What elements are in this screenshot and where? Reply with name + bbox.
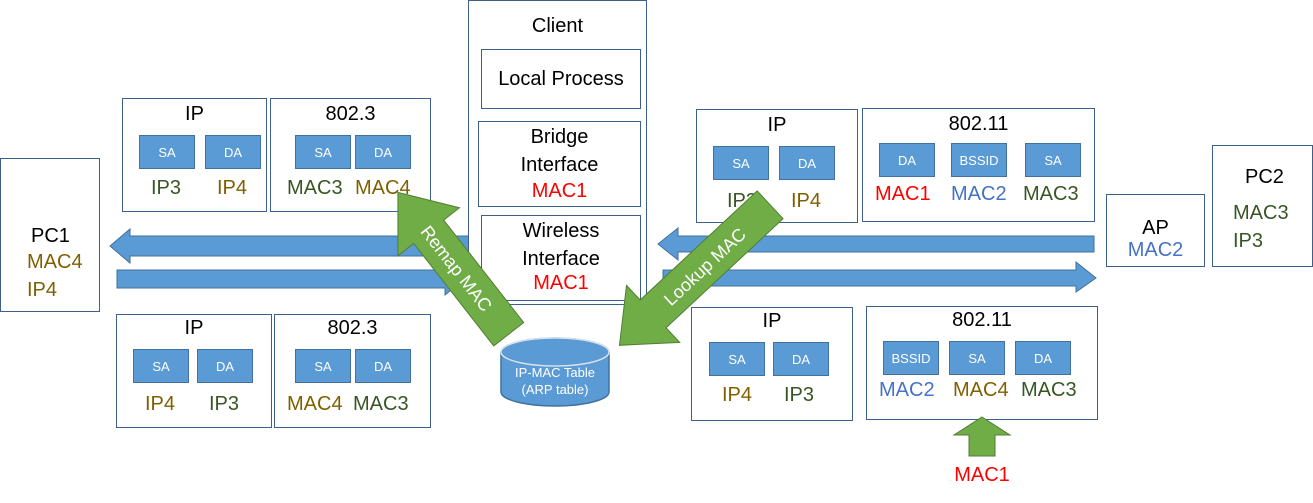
- ip-da-value: IP3: [209, 393, 240, 415]
- top-left-eth-header: 802.3 SA DA MAC3 MAC4: [270, 98, 431, 212]
- eth-sa-value: MAC4: [287, 393, 343, 415]
- wifi-bssid-field: BSSID: [951, 143, 1007, 177]
- remap-mac-arrow: Remap MAC: [397, 191, 525, 347]
- top-right-wifi-header: 802.11 DA BSSID SA MAC1 MAC2 MAC3: [862, 108, 1095, 222]
- wifi-title: 802.11: [948, 113, 1009, 135]
- ip-da-field: DA: [779, 146, 835, 180]
- lookup-mac-label: Lookup MAC: [660, 224, 750, 310]
- ip-da-field: DA: [773, 342, 829, 376]
- eth-title: 802.3: [325, 103, 376, 125]
- wifi-sa-field: SA: [1025, 143, 1081, 177]
- wifi-bssid-value: MAC2: [951, 183, 1007, 205]
- ip-da-field: DA: [205, 135, 261, 169]
- pc1-box: PC1 MAC4 IP4: [0, 158, 100, 312]
- wireless-interface-box: Wireless Interface MAC1: [481, 215, 641, 301]
- ip-sa-field: SA: [713, 146, 769, 180]
- ip-da-value: IP4: [791, 190, 822, 212]
- pc1-name: PC1: [31, 225, 70, 247]
- lookup-mac-arrow: Lookup MAC: [618, 190, 784, 346]
- wifi-da-field: DA: [879, 143, 935, 177]
- arrow-to-ap: [662, 260, 1097, 293]
- bridge-mac: MAC1: [531, 180, 588, 202]
- arp-table-line1: IP-MAC Table: [515, 365, 595, 380]
- wireless-label-line2: Interface: [522, 248, 600, 270]
- eth-sa-field: SA: [295, 349, 351, 383]
- bridge-label-line1: Bridge: [530, 126, 589, 148]
- eth-title: 802.3: [327, 317, 378, 339]
- top-left-ip-header: IP SA DA IP3 IP4: [122, 98, 267, 212]
- ip-sa-field: SA: [709, 342, 765, 376]
- bridge-interface-box: Bridge Interface MAC1: [478, 121, 641, 207]
- wifi-bssid-field: BSSID: [883, 341, 939, 375]
- top-right-ip-header: IP SA DA IP3 IP4: [696, 109, 858, 223]
- ip-sa-field: SA: [139, 135, 195, 169]
- local-process-label: Local Process: [498, 68, 624, 90]
- pc2-ip: IP3: [1233, 230, 1264, 252]
- pc1-ip: IP4: [27, 279, 58, 301]
- ip-da-value: IP3: [784, 384, 815, 406]
- eth-da-field: DA: [355, 349, 411, 383]
- ip-da-field: DA: [197, 349, 253, 383]
- wifi-sa-value: MAC3: [1023, 183, 1079, 205]
- ip-title: IP: [185, 103, 204, 125]
- eth-sa-field: SA: [295, 135, 351, 169]
- ap-mac: MAC2: [1127, 239, 1184, 261]
- wifi-da-value: MAC3: [1021, 379, 1077, 401]
- bottom-left-ip-header: IP SA DA IP4 IP3: [116, 314, 272, 428]
- ap-box: AP MAC2: [1106, 194, 1205, 267]
- ip-sa-value: IP3: [151, 177, 182, 199]
- bottom-right-ip-header: IP SA DA IP4 IP3: [691, 307, 853, 421]
- ip-title: IP: [184, 317, 204, 339]
- client-title: Client: [531, 15, 584, 37]
- eth-sa-value: MAC3: [287, 177, 343, 199]
- bottom-right-wifi-header: 802.11 BSSID SA DA MAC2 MAC4 MAC3: [866, 306, 1098, 420]
- wifi-da-field: DA: [1015, 341, 1071, 375]
- bridge-label-line2: Interface: [520, 154, 599, 176]
- bottom-left-eth-header: 802.3 SA DA MAC4 MAC3: [274, 314, 431, 428]
- wifi-da-value: MAC1: [875, 183, 931, 205]
- client-box: Client Local Process Bridge Interface MA…: [468, 0, 647, 305]
- arp-table-cylinder: IP-MAC Table (ARP table): [500, 337, 610, 407]
- mac1-up-label: MAC1: [954, 464, 1010, 486]
- ip-da-value: IP4: [217, 177, 248, 199]
- ip-sa-value: IP4: [722, 384, 753, 406]
- wireless-mac: MAC1: [533, 272, 589, 294]
- wifi-title: 802.11: [952, 309, 1012, 331]
- pc2-name: PC2: [1245, 166, 1284, 188]
- local-process-box: Local Process: [481, 49, 641, 109]
- mac1-up-arrow: [952, 416, 1012, 457]
- wireless-label-line1: Wireless: [522, 220, 600, 242]
- pc1-mac: MAC4: [27, 251, 83, 273]
- wifi-bssid-value: MAC2: [879, 379, 935, 401]
- pc2-box: PC2 MAC3 IP3: [1212, 145, 1313, 267]
- arp-table-line2: (ARP table): [522, 382, 589, 397]
- ip-sa-value: IP4: [145, 393, 176, 415]
- eth-da-value: MAC3: [353, 393, 409, 415]
- wifi-sa-value: MAC4: [953, 379, 1009, 401]
- ip-title: IP: [767, 114, 787, 136]
- ap-name: AP: [1142, 217, 1169, 239]
- arrow-from-ap: [657, 226, 1095, 262]
- eth-da-value: MAC4: [355, 177, 411, 199]
- eth-da-field: DA: [355, 135, 411, 169]
- pc2-mac: MAC3: [1233, 202, 1289, 224]
- ip-sa-field: SA: [133, 349, 189, 383]
- ip-title: IP: [762, 310, 782, 332]
- wifi-sa-field: SA: [949, 341, 1005, 375]
